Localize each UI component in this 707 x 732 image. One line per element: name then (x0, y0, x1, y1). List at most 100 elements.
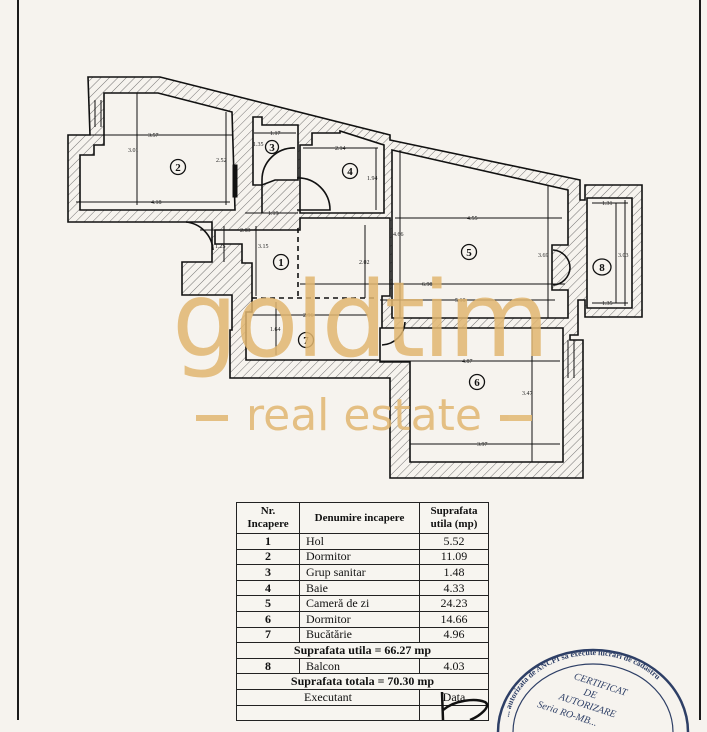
cell-name: Bucătărie (299, 626, 420, 644)
svg-text:3.97: 3.97 (477, 442, 488, 448)
svg-text:2.96: 2.96 (303, 313, 314, 319)
cell-nr: 2 (236, 548, 300, 566)
svg-text:4: 4 (347, 166, 353, 178)
door-entry (185, 221, 214, 251)
svg-text:6: 6 (474, 377, 480, 389)
executant-value (236, 704, 420, 722)
room-badge-1 (272, 253, 290, 271)
floor-plan: 3.57 3.01 2.52 4.18 1.17 1.35 2.14 1.94 … (67, 76, 643, 479)
svg-text:8: 8 (599, 262, 605, 274)
cell-name: Dormitor (299, 610, 420, 628)
room-badge-4 (341, 162, 359, 180)
header-name: Denumire incapere (299, 502, 420, 534)
cell-area: 24.23 (419, 595, 489, 612)
svg-text:1.25: 1.25 (215, 244, 226, 250)
room-2-dormitor (79, 92, 236, 211)
table-row: 4 Baie 4.33 (236, 579, 489, 597)
cell-name: Grup sanitar (299, 564, 420, 581)
dimension-lines (76, 93, 628, 462)
svg-text:6.98: 6.98 (422, 282, 433, 288)
table-row-balcony: 8 Balcon 4.03 (236, 657, 489, 675)
cell-area: 4.03 (419, 657, 489, 675)
svg-text:2.02: 2.02 (359, 260, 370, 266)
svg-text:1.64: 1.64 (270, 327, 281, 333)
usable-total: Suprafata utila = 66.27 mp (236, 642, 489, 659)
svg-text:4.18: 4.18 (151, 200, 162, 206)
header-nr: Nr. Incapere (236, 502, 300, 534)
signature (440, 691, 489, 720)
cell-nr: 1 (236, 533, 300, 550)
page-border-left (17, 0, 19, 720)
svg-text:3.57: 3.57 (148, 133, 159, 139)
usable-total-row: Suprafata utila = 66.27 mp (236, 642, 489, 659)
svg-text:3.69: 3.69 (538, 253, 549, 259)
table-row: 2 Dormitor 11.09 (236, 548, 489, 566)
table-row: 1 Hol 5.52 (236, 533, 489, 550)
cell-name: Dormitor (299, 548, 420, 566)
cell-name: Baie (299, 579, 420, 597)
svg-text:2: 2 (175, 162, 181, 174)
cell-nr: 6 (236, 610, 300, 628)
svg-text:2.63: 2.63 (240, 228, 251, 234)
cell-area: 11.09 (419, 548, 489, 566)
signature-row (236, 704, 489, 722)
table-row: 5 Cameră de zi 24.23 (236, 595, 489, 612)
cell-area: 4.96 (419, 626, 489, 644)
cell-area: 5.52 (419, 533, 489, 550)
cell-nr: 8 (236, 657, 300, 675)
svg-text:3.15: 3.15 (258, 244, 269, 250)
stamp-line-2: DE (581, 687, 598, 702)
room-badge-3 (264, 139, 280, 155)
room-badge-2 (169, 158, 187, 176)
door-balcony (552, 249, 571, 286)
header-area: Suprafata utila (mp) (419, 502, 489, 534)
door-room4 (296, 177, 331, 211)
door-room6 (381, 321, 406, 346)
table-header-row: Nr. Incapere Denumire incapere Suprafata… (236, 502, 489, 534)
svg-text:1: 1 (278, 257, 284, 269)
room-badge-8 (592, 258, 612, 276)
table-row: 6 Dormitor 14.66 (236, 610, 489, 628)
room-badge-6 (468, 373, 486, 391)
svg-text:5.18: 5.18 (455, 298, 466, 304)
svg-text:1.17: 1.17 (270, 131, 281, 137)
svg-text:1.19: 1.19 (268, 211, 279, 217)
room-5-camera-de-zi (391, 148, 569, 319)
window-marks (94, 100, 626, 378)
room-interiors (79, 92, 633, 463)
svg-text:3.47: 3.47 (522, 391, 533, 397)
stamp-line-1: CERTIFICAT (572, 671, 629, 699)
authorization-stamp: ... autorizata de ANCPI sa execute lucra… (496, 648, 690, 732)
cell-nr: 7 (236, 626, 300, 644)
room-area-table: Nr. Incapere Denumire incapere Suprafata… (236, 502, 489, 722)
table-row: 3 Grup sanitar 1.48 (236, 564, 489, 581)
cell-name: Hol (299, 533, 420, 550)
room-number-badges (169, 139, 612, 391)
cell-area: 1.48 (419, 564, 489, 581)
grand-total-row: Suprafata totala = 70.30 mp (236, 673, 489, 690)
svg-text:2.14: 2.14 (335, 146, 346, 152)
room-8-balcon (586, 197, 633, 309)
cell-area: 14.66 (419, 610, 489, 628)
svg-text:4.87: 4.87 (462, 359, 473, 365)
svg-text:1.35: 1.35 (602, 301, 613, 307)
cell-nr: 4 (236, 579, 300, 597)
svg-text:5: 5 (466, 247, 472, 259)
svg-text:1.31: 1.31 (602, 201, 613, 207)
room-number-labels: 1 2 3 4 5 6 7 8 (175, 142, 605, 389)
svg-text:2.52: 2.52 (216, 158, 227, 164)
executant-row: Executant Data (236, 688, 489, 706)
room-badge-5 (460, 243, 478, 261)
svg-text:4.55: 4.55 (467, 216, 478, 222)
door-swings (185, 147, 571, 346)
executant-label: Executant (236, 688, 420, 706)
svg-text:4.66: 4.66 (393, 232, 404, 238)
room-3-grup-sanitar (252, 116, 299, 186)
svg-text:1.35: 1.35 (253, 142, 264, 148)
page-border-right (699, 0, 701, 720)
cell-name: Cameră de zi (299, 595, 420, 612)
svg-text:3: 3 (269, 142, 275, 154)
svg-text:3.01: 3.01 (128, 148, 139, 154)
cell-nr: 5 (236, 595, 300, 612)
dimension-labels: 3.57 3.01 2.52 4.18 1.17 1.35 2.14 1.94 … (128, 131, 629, 448)
